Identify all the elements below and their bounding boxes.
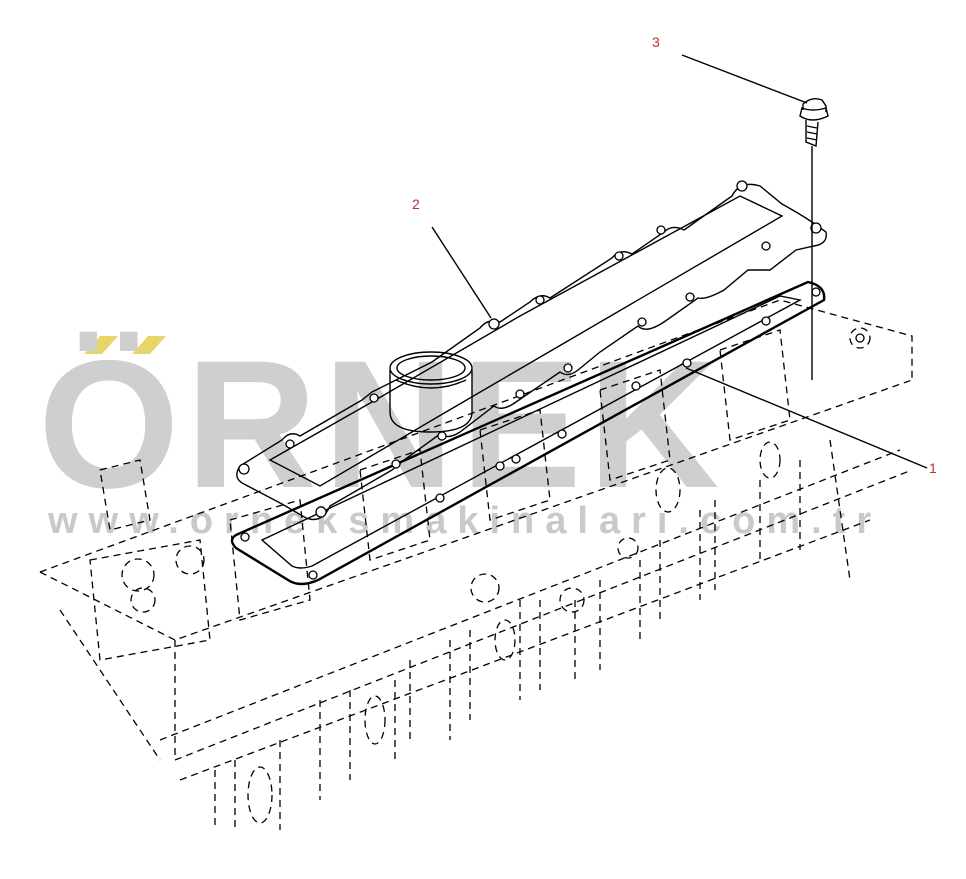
bolt-part-3 [799,97,829,380]
callout-1: 1 [929,460,937,476]
watermark-brand: ÖRNEK [38,322,725,526]
watermark-umlaut-right [132,336,166,354]
gasket-part-1 [230,280,826,586]
engine-block-outline [39,299,913,830]
filler-neck [389,351,473,433]
callouts: 3 2 1 [412,34,937,476]
leader-lines [431,54,928,469]
watermark: ÖRNEK www.orneksmakinaları.com.tr [38,322,882,542]
callout-2: 2 [412,196,420,212]
cover-plate-part-2 [236,180,827,521]
leader-line-2 [431,226,492,319]
callout-3: 3 [652,34,660,50]
leader-line-3 [681,54,808,104]
watermark-url: www.orneksmakinaları.com.tr [47,500,882,542]
watermark-umlaut-left [84,336,118,354]
leader-line-1 [685,367,928,469]
